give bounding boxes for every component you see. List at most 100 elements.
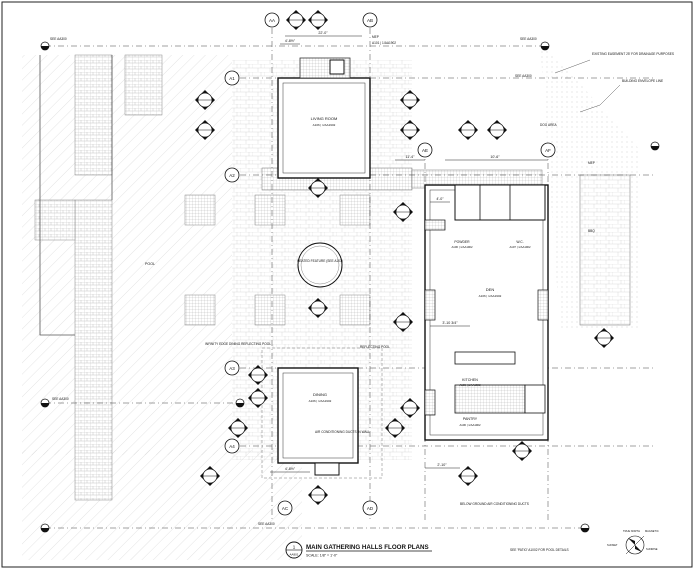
- dim-c: 10'-6": [490, 155, 500, 159]
- see-aa300-bottom: SEE AA300: [258, 522, 275, 526]
- dim-e: 4'-0": [436, 197, 444, 201]
- title-detail-number: 1: [293, 545, 296, 550]
- pool-edge: [39, 55, 113, 336]
- svg-text:AC: AC: [282, 506, 289, 511]
- drawing-title-block: 1 AA901 MAIN GATHERING HALLS FLOOR PLANS…: [285, 541, 432, 559]
- pool-label: POOL: [145, 262, 155, 266]
- grid-bubble-bottom-2: AD: [362, 500, 378, 516]
- living-room-pavilion: [277, 57, 371, 179]
- dim-f: 2'-10": [437, 463, 447, 467]
- ac-duct-note: AIR CONDITIONING DUCTS IN WALL: [315, 430, 370, 434]
- dim-a: 4'-8½": [285, 39, 296, 43]
- mep-label-right: MEP: [588, 161, 595, 165]
- section-marker: [393, 312, 413, 332]
- section-marker: [286, 10, 306, 30]
- leader-lines: [554, 59, 621, 113]
- magnetic-label: MAGNETIC: [645, 529, 659, 533]
- grid-bubble-left-2: A2: [224, 167, 240, 183]
- section-marker: [195, 90, 215, 110]
- dim-top-span: 22'-0": [318, 31, 328, 35]
- kitchen-ref: A106 | 1/AA1902: [459, 383, 481, 387]
- lawn-hatch: [22, 450, 302, 560]
- section-marker: [487, 120, 507, 140]
- dim-b: 11'-4": [406, 155, 416, 159]
- mep-label-top: MEP: [372, 35, 379, 39]
- section-marker: [308, 178, 328, 198]
- mep-ref-top: A101 | 1/AA1902: [372, 41, 396, 45]
- section-marker: [200, 466, 220, 486]
- section-marker: [458, 466, 478, 486]
- datum-marker: [580, 523, 590, 533]
- datum-marker: [40, 398, 50, 408]
- drawing-title: MAIN GATHERING HALLS FLOOR PLANS: [306, 544, 429, 551]
- section-marker: [248, 388, 268, 408]
- grid-bubble-left-3: A3: [224, 360, 240, 376]
- svg-text:A3: A3: [229, 366, 235, 371]
- see-aa300-top: SEE AA300: [520, 37, 537, 41]
- datum-markers: [40, 41, 660, 533]
- pool-hatch: [22, 55, 232, 455]
- dining-ref: A106 | 1/AA1902: [309, 399, 332, 403]
- water-feature-outline: [297, 242, 343, 288]
- wc-label: W.C.: [516, 240, 523, 244]
- drawing-scale: SCALE: 1/8" = 1'-0": [306, 554, 338, 558]
- section-marker: [308, 298, 328, 318]
- section-marker: [228, 418, 248, 438]
- svg-text:AB: AB: [367, 18, 373, 23]
- svg-text:AF: AF: [545, 148, 551, 153]
- north-arrow: TRUE NORTH MAGNETIC SUNSET SUNRISE: [607, 529, 659, 555]
- dining-pavilion: [261, 347, 383, 479]
- datum-marker: [40, 41, 50, 51]
- see-aa300-top-left: SEE AA300: [50, 37, 67, 41]
- svg-text:AE: AE: [422, 148, 428, 153]
- main-hall-building: [424, 184, 549, 441]
- dimension-lines: [270, 35, 548, 473]
- grid-bubble-bottom-1: AC: [277, 500, 293, 516]
- datum-marker: [650, 141, 660, 151]
- grid-bubble-top-1: AA: [264, 12, 280, 28]
- wc-ref: A107 | 1/AA1902: [509, 245, 531, 249]
- see-aa300-top-right: SEE AA300: [515, 74, 532, 78]
- svg-text:AD: AD: [367, 506, 374, 511]
- grid-bubble-left-4: A4: [224, 438, 240, 454]
- datum-marker: [40, 523, 50, 533]
- kitchen-label: KITCHEN: [462, 378, 478, 382]
- dog-area-label: DOG AREA: [540, 123, 558, 127]
- section-marker: [512, 441, 532, 461]
- section-marker: [308, 10, 328, 30]
- section-marker: [385, 418, 405, 438]
- see-aa300-left: SEE AA300: [52, 397, 69, 401]
- reflecting-pool-note: REFLECTING POOL: [360, 345, 390, 349]
- dining-label: DINING: [313, 392, 327, 397]
- grid-bubble-mid-2: AF: [540, 142, 556, 158]
- grid-bubble-left-1: A1: [224, 70, 240, 86]
- paver-walkways: [34, 54, 631, 501]
- den-ref: A106 | 1/AA1902: [479, 294, 502, 298]
- grid-bubble-mid-1: AE: [417, 142, 433, 158]
- dim-d: 3'-10 3/4": [442, 321, 458, 325]
- water-feature-inner: [300, 245, 340, 285]
- pantry-ref: A106 | 1/AA1902: [459, 423, 481, 427]
- svg-text:A1: A1: [229, 76, 235, 81]
- envelope-note: BUILDING ENVELOPE LINE: [622, 79, 663, 83]
- living-room-label: LIVING ROOM: [311, 116, 338, 121]
- section-marker: [594, 328, 614, 348]
- below-ground-note: BELOW GROUND AIR CONDITIONING DUCTS: [460, 502, 529, 506]
- section-marker: [458, 120, 478, 140]
- datum-marker: [235, 398, 245, 408]
- powder-ref: A106 | 1/AA1902: [451, 245, 473, 249]
- easement-note: EXISTING EASEMENT 25' FOR DRAINAGE PURPO…: [592, 52, 674, 56]
- pantry-label: PANTRY: [463, 417, 478, 421]
- infinity-edge-note: INFINITY EDGE DINING REFLECTING POOL: [205, 342, 271, 346]
- powder-label: POWDER: [454, 240, 470, 244]
- svg-text:A4: A4: [229, 444, 235, 449]
- section-marker: [195, 120, 215, 140]
- title-detail-sheet: AA901: [289, 553, 298, 557]
- section-markers: [195, 10, 614, 505]
- sunset-label: SUNSET: [607, 543, 618, 547]
- grid-bubble-top-2: AB: [362, 12, 378, 28]
- section-marker: [248, 365, 268, 385]
- section-marker: [393, 202, 413, 222]
